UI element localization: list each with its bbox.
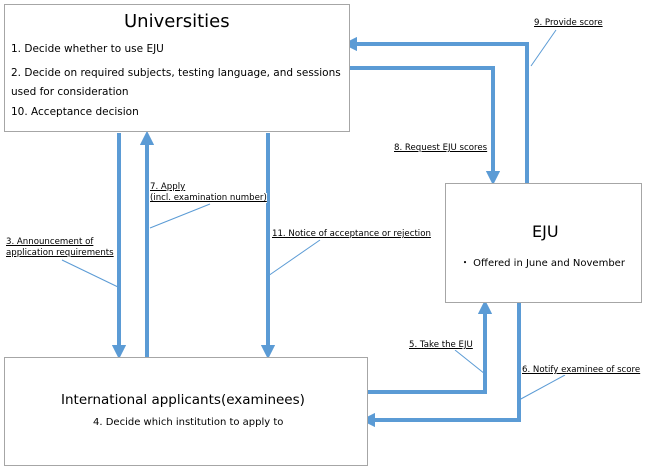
universities-step-10: 10. Acceptance decision (11, 106, 139, 118)
universities-step-2-cont: used for consideration (11, 86, 129, 98)
eju-title: EJU (532, 222, 559, 241)
label-request-scores: 8. Request EJU scores (394, 143, 488, 153)
leader-take-eju (454, 349, 486, 375)
applicants-title: International applicants(examinees) (61, 392, 305, 408)
eju-offered-note: ・ Offered in June and November (460, 258, 625, 269)
label-notice: 11. Notice of acceptance or rejection (272, 229, 431, 239)
label-announcement-detail: application requirements (6, 248, 114, 258)
label-apply: 7. Apply (150, 182, 186, 192)
label-apply-detail: (incl. examination number) (150, 193, 267, 203)
leader-announcement (61, 259, 119, 288)
applicants-box: International applicants(examinees) 4. D… (4, 357, 368, 466)
universities-box: Universities 1. Decide whether to use EJ… (4, 4, 350, 132)
leader-notice (267, 239, 321, 277)
universities-step-1: 1. Decide whether to use EJU (11, 43, 164, 55)
arrow-notify (360, 303, 521, 428)
arrow-take-eju (368, 299, 493, 394)
label-notify: 6. Notify examinee of score (522, 365, 641, 375)
applicants-step-4: 4. Decide which institution to apply to (93, 417, 284, 428)
leader-provide-score (530, 29, 557, 67)
label-announcement: 3. Announcement of (6, 237, 94, 247)
leader-notify (518, 374, 566, 401)
universities-title: Universities (124, 11, 230, 32)
eju-box: EJU ・ Offered in June and November (445, 183, 642, 303)
universities-step-2: 2. Decide on required subjects, testing … (11, 67, 341, 79)
label-provide-score: 9. Provide score (534, 18, 603, 28)
arrow-request-scores (350, 66, 501, 186)
label-take-eju: 5. Take the EJU (409, 340, 473, 350)
arrow-provide-score (342, 36, 529, 183)
leader-apply (149, 203, 211, 229)
